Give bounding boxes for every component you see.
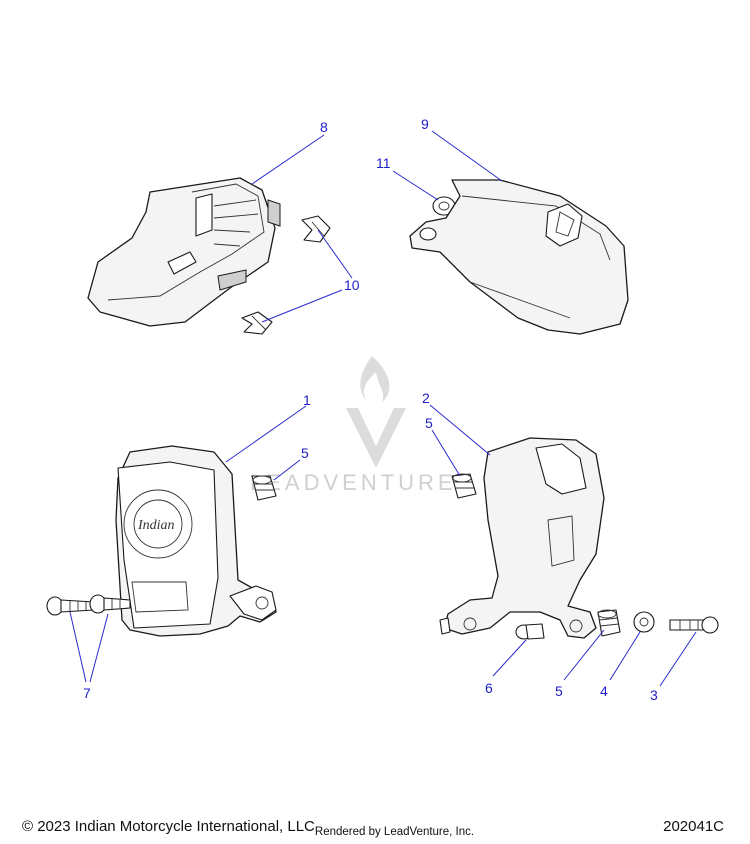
leader-2 <box>429 404 491 456</box>
leader-8 <box>251 134 325 185</box>
part-6-sleeve[interactable] <box>515 623 545 640</box>
callout-7: 7 <box>83 685 91 701</box>
callout-6: 6 <box>485 680 493 696</box>
part-2-right-lower-cover[interactable] <box>439 437 605 639</box>
part-4-washer[interactable] <box>633 611 655 633</box>
leader-10a <box>317 229 353 279</box>
callout-3: 3 <box>650 687 658 703</box>
part-1-left-lower-cover[interactable]: Indian <box>115 445 277 637</box>
diagram-code: 202041C <box>663 818 724 835</box>
leadventure-watermark: LEADVENTURE <box>250 356 457 495</box>
part-5-bushing-left[interactable] <box>251 475 277 501</box>
part-5-bushing-lower[interactable] <box>597 609 621 637</box>
leader-11 <box>392 170 439 201</box>
callouts: 8 9 11 10 1 5 2 5 7 6 5 4 3 <box>83 116 658 703</box>
leader-1 <box>225 405 307 463</box>
callout-5-right: 5 <box>425 415 433 431</box>
leader-5c <box>563 629 605 681</box>
leader-6 <box>492 639 527 677</box>
callout-9: 9 <box>421 116 429 132</box>
part-9-right-upper-cover[interactable] <box>409 179 629 335</box>
leader-3 <box>659 631 697 687</box>
part-3-bolt[interactable] <box>669 616 719 634</box>
leader-9 <box>431 130 503 182</box>
footer-copyright: © 2023 Indian Motorcycle International, … <box>22 818 475 838</box>
part-10-clip-upper[interactable] <box>301 215 331 243</box>
leader-7a <box>69 611 87 683</box>
callout-11: 11 <box>376 155 391 171</box>
callout-4: 4 <box>600 683 608 699</box>
leader-5a <box>273 459 301 481</box>
part-5-bushing-right[interactable] <box>451 473 477 499</box>
copyright-text: © 2023 Indian Motorcycle International, … <box>22 818 315 835</box>
part-7-screw-right[interactable] <box>89 594 131 614</box>
logo-lettering: Indian <box>137 518 175 533</box>
leader-7b <box>89 613 109 683</box>
callout-1: 1 <box>303 392 311 408</box>
watermark-text: LEADVENTURE <box>250 470 457 495</box>
leader-5b <box>431 429 461 477</box>
callout-5-lower: 5 <box>555 683 563 699</box>
callout-10: 10 <box>344 277 360 293</box>
callout-2: 2 <box>422 390 430 406</box>
callout-5-left: 5 <box>301 445 309 461</box>
rendered-by-text: Rendered by LeadVenture, Inc. <box>314 826 475 838</box>
part-10-clip-lower[interactable] <box>241 311 273 335</box>
part-8-left-upper-cover[interactable] <box>87 177 281 327</box>
leader-10b <box>261 289 343 323</box>
callout-8: 8 <box>320 119 328 135</box>
leader-lines <box>69 130 697 687</box>
leader-4 <box>609 631 641 681</box>
